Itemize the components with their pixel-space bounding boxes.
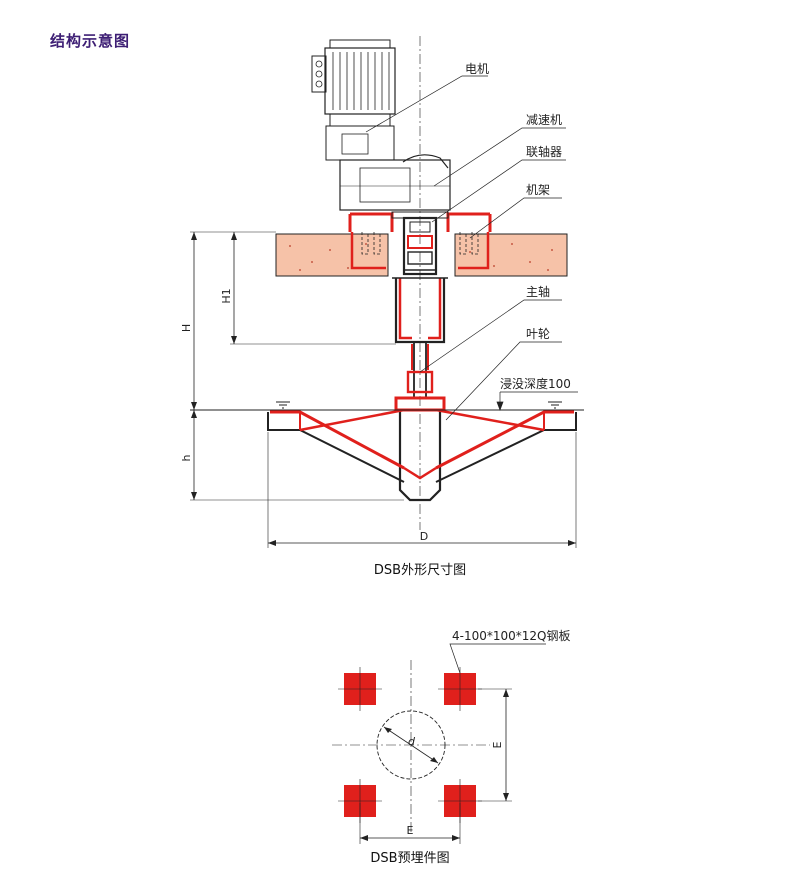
label-immersion-depth: 浸没深度100 [500, 376, 571, 391]
label-main-shaft: 主轴 [526, 284, 550, 299]
main-view: H H1 h D 电机 减速机 联轴器 机架 主轴 叶轮 浸没深度100 DSB… [180, 36, 584, 578]
dimension-H-label: H [180, 324, 193, 332]
embedded-parts-view: d 4-100*100*12Q钢板 E E DSB预埋件图 [332, 629, 571, 866]
caption-outline-drawing: DSB外形尺寸图 [374, 563, 466, 578]
dimension-E-vertical-label: E [491, 741, 504, 748]
label-coupling: 联轴器 [526, 144, 562, 159]
frame [348, 211, 492, 232]
label-plate-note: 4-100*100*12Q钢板 [452, 629, 571, 643]
dimension-E-horizontal-label: E [407, 824, 414, 837]
motor [311, 39, 396, 161]
leader-lines [365, 75, 578, 421]
label-frame: 机架 [526, 183, 550, 197]
shaft-hole-circle [376, 710, 446, 780]
label-reducer: 减速机 [526, 113, 562, 127]
dimension-h-label: h [180, 454, 193, 461]
coupling [402, 216, 438, 276]
shaft-housing [392, 277, 448, 344]
concrete-slab [275, 232, 568, 277]
dimension-H1-label: H1 [220, 288, 233, 303]
dimension-D-label: D [420, 530, 428, 543]
page-title: 结构示意图 [50, 33, 131, 50]
label-motor: 电机 [465, 62, 489, 76]
dimension-lines [190, 231, 577, 548]
label-impeller: 叶轮 [526, 327, 550, 341]
water-level-symbol [276, 401, 562, 409]
dimension-d-label: d [408, 735, 416, 748]
main-shaft [406, 342, 434, 398]
caption-embedded-parts: DSB预埋件图 [370, 851, 449, 866]
reducer [339, 154, 451, 211]
impeller [267, 396, 577, 502]
